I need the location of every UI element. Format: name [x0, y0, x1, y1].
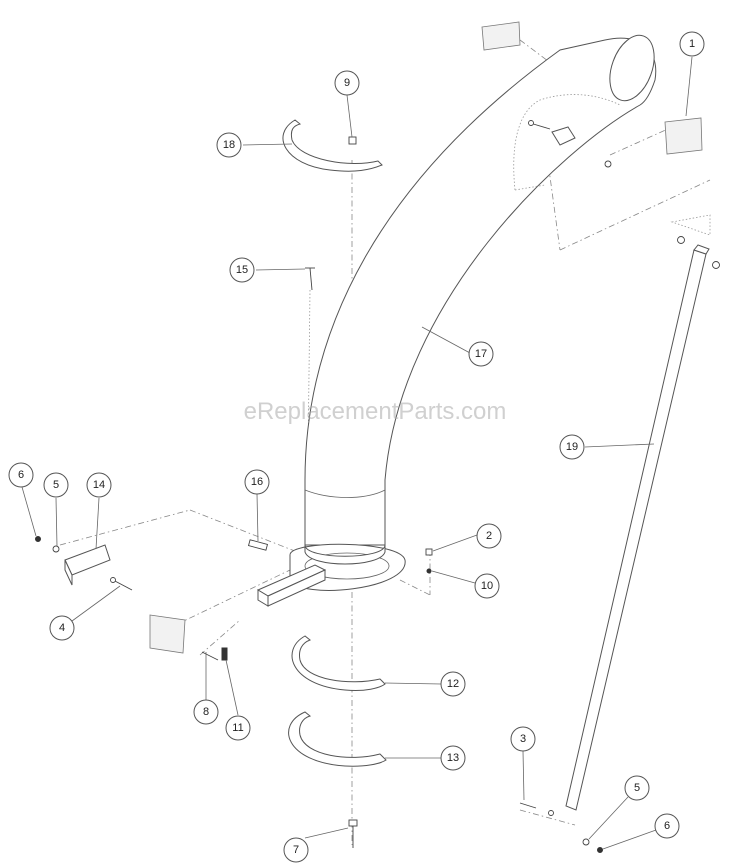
- callout-8: 8: [193, 699, 219, 725]
- callout-12: 12: [440, 671, 466, 697]
- callout-9: 9: [334, 70, 360, 96]
- callout-label: 7: [293, 844, 299, 856]
- callout-1: 1: [679, 31, 705, 57]
- hardware: [35, 120, 612, 853]
- callout-label: 8: [203, 706, 209, 718]
- callout-3: 3: [510, 726, 536, 752]
- callout-7: 7: [283, 837, 309, 863]
- callout-2: 2: [476, 523, 502, 549]
- callout-6-lower: 6: [654, 813, 680, 839]
- callout-6-upper: 6: [8, 462, 34, 488]
- ring-18: [282, 119, 383, 172]
- callout-label: 15: [236, 264, 248, 276]
- callout-11: 11: [225, 715, 251, 741]
- decals: [149, 21, 711, 654]
- chute-tube: [304, 34, 657, 546]
- callout-label: 2: [486, 530, 492, 542]
- callout-18: 18: [216, 132, 242, 158]
- callout-label: 17: [475, 348, 487, 360]
- callout-label: 14: [93, 479, 105, 491]
- callout-label: 13: [447, 752, 459, 764]
- callout-10: 10: [474, 573, 500, 599]
- callout-label: 4: [59, 622, 65, 634]
- callout-label: 5: [53, 479, 59, 491]
- callout-13: 13: [440, 745, 466, 771]
- callout-19: 19: [559, 434, 585, 460]
- callout-4: 4: [49, 615, 75, 641]
- callout-14: 14: [86, 472, 112, 498]
- ring-12: [291, 635, 386, 691]
- deflector-rod: [565, 236, 720, 811]
- callout-5-lower: 5: [624, 775, 650, 801]
- callout-label: 12: [447, 678, 459, 690]
- callout-label: 18: [223, 139, 235, 151]
- callout-label: 1: [689, 38, 695, 50]
- callout-label: 6: [18, 469, 24, 481]
- leader-lines: [21, 56, 693, 850]
- callout-label: 3: [520, 733, 526, 745]
- callout-15: 15: [229, 257, 255, 283]
- callout-label: 9: [344, 77, 350, 89]
- callout-5-upper: 5: [43, 472, 69, 498]
- callout-label: 19: [566, 441, 578, 453]
- callout-label: 5: [634, 782, 640, 794]
- callout-16: 16: [244, 469, 270, 495]
- handle-bracket: [256, 564, 327, 607]
- callout-label: 16: [251, 476, 263, 488]
- ring-13: [288, 711, 387, 767]
- callout-17: 17: [468, 341, 494, 367]
- callout-label: 6: [664, 820, 670, 832]
- callout-label: 11: [232, 722, 243, 734]
- callout-label: 10: [481, 580, 493, 592]
